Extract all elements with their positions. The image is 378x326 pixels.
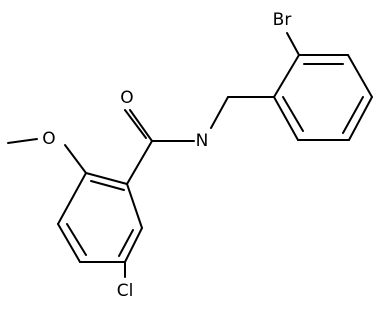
carbonyl-oxygen-label: O bbox=[120, 88, 133, 108]
bond-ring1-a bbox=[85, 172, 128, 185]
bond-ring1-f bbox=[57, 172, 87, 225]
bond-ring2-a bbox=[273, 54, 300, 98]
bond-ring1-c bbox=[124, 227, 143, 263]
bond-methyl-o bbox=[7, 138, 38, 144]
methoxy-oxygen-label: O bbox=[42, 129, 55, 149]
bonds bbox=[7, 32, 373, 278]
bond-ring2-f-inner bbox=[282, 96, 304, 132]
bond-c-br bbox=[286, 32, 300, 56]
bond-ring2-c bbox=[347, 54, 373, 98]
bond-c-o-double-2 bbox=[124, 109, 147, 139]
bond-ring1-e bbox=[57, 223, 81, 263]
bond-ring2-d bbox=[348, 96, 373, 141]
bond-ring1-b bbox=[126, 183, 143, 229]
amide-nitrogen-label: N bbox=[196, 131, 209, 151]
atom-labels: Br O N O Cl bbox=[42, 10, 291, 301]
bromine-label: Br bbox=[273, 10, 292, 30]
bond-n-ch2 bbox=[210, 96, 229, 129]
bond-ring1-c-inner bbox=[118, 229, 134, 257]
bond-ring-carbonyl bbox=[126, 140, 153, 185]
bond-ring1-e-inner bbox=[66, 223, 87, 256]
bond-c-o-double-1 bbox=[129, 109, 153, 142]
bond-o-c-methoxy bbox=[64, 144, 87, 174]
chlorine-label: Cl bbox=[117, 281, 134, 301]
bond-ring2-d-inner bbox=[342, 96, 364, 134]
bond-ring1-a-inner bbox=[90, 180, 125, 191]
bond-ring2-f bbox=[273, 96, 299, 141]
